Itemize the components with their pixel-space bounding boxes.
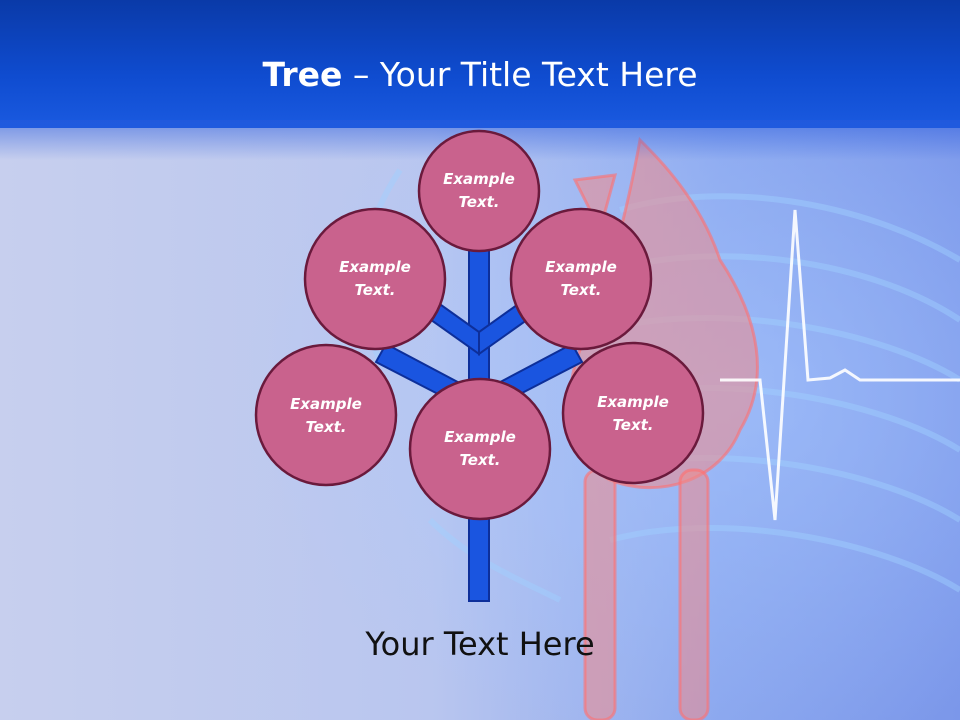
tree-node-center-label: Example Text. [420, 426, 540, 472]
slide-title: Tree – Your Title Text Here [0, 52, 960, 98]
tree-node-lower-left [254, 343, 398, 487]
node-text-line2: Text. [560, 281, 602, 299]
node-text-line2: Text. [354, 281, 396, 299]
tree-node-upper-left-label: Example Text. [315, 256, 435, 302]
title-rest: Your Title Text Here [379, 55, 698, 94]
tree-node-upper-left [303, 207, 447, 351]
node-text-line2: Text. [612, 416, 654, 434]
title-bold: Tree [262, 55, 343, 94]
tree-node-lower-right [561, 341, 705, 485]
node-text-line1: Example [290, 395, 362, 413]
tree-node-lower-right-label: Example Text. [573, 391, 693, 437]
tree-node-lower-left-label: Example Text. [266, 393, 386, 439]
node-text-line2: Text. [305, 418, 347, 436]
title-bar [0, 0, 960, 128]
node-text-line1: Example [339, 258, 411, 276]
node-text-line1: Example [444, 428, 516, 446]
tree-node-top [417, 129, 541, 253]
tree-node-upper-right-label: Example Text. [521, 256, 641, 302]
tree-node-top-label: Example Text. [419, 168, 539, 214]
title-separator: – [342, 55, 380, 94]
tree-node-center [408, 377, 552, 521]
tree-node-upper-right [509, 207, 653, 351]
node-text-line2: Text. [459, 451, 501, 469]
node-text-line1: Example [545, 258, 617, 276]
node-text-line1: Example [597, 393, 669, 411]
slide-caption: Your Text Here [365, 625, 595, 663]
node-text-line1: Example [443, 170, 515, 188]
node-text-line2: Text. [458, 193, 500, 211]
